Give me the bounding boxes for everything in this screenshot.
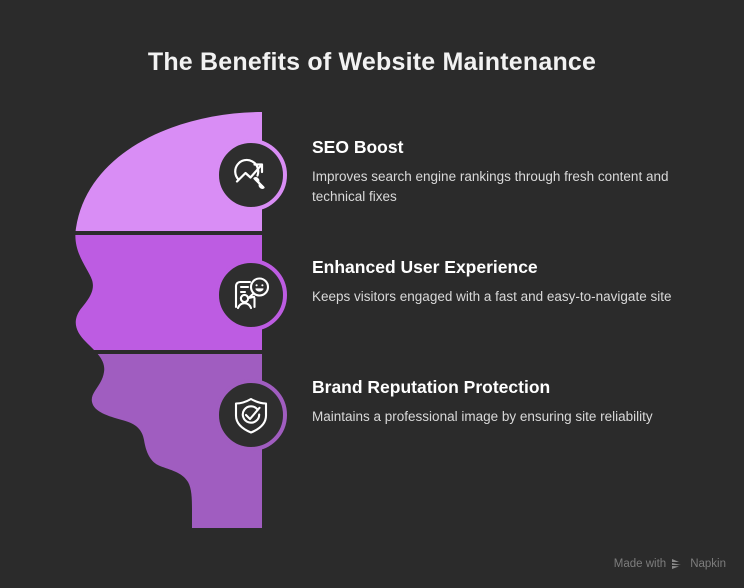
search-trending-up-icon: [215, 139, 287, 211]
benefit-description: Maintains a professional image by ensuri…: [312, 409, 653, 425]
benefit-description: Improves search engine rankings through …: [312, 169, 669, 204]
benefit-description: Keeps visitors engaged with a fast and e…: [312, 289, 672, 305]
watermark-prefix: Made with: [613, 558, 667, 570]
watermark-brand: Napkin: [690, 558, 726, 570]
benefit-item-brand-reputation-protection: Brand Reputation Protection Maintains a …: [312, 377, 707, 427]
user-smiley-screen-icon: [215, 259, 287, 331]
shield-check-icon: [215, 379, 287, 451]
benefit-item-seo-boost: SEO Boost Improves search engine ranking…: [312, 137, 707, 206]
napkin-chevron-logo: [672, 559, 682, 569]
benefit-heading: SEO Boost: [312, 137, 404, 157]
napkin-watermark[interactable]: Made with Napkin: [614, 558, 726, 570]
benefit-heading: Enhanced User Experience: [312, 257, 538, 277]
benefit-heading: Brand Reputation Protection: [312, 377, 551, 397]
benefit-item-enhanced-user-experience: Enhanced User Experience Keeps visitors …: [312, 257, 707, 307]
page-title: The Benefits of Website Maintenance: [147, 48, 597, 76]
